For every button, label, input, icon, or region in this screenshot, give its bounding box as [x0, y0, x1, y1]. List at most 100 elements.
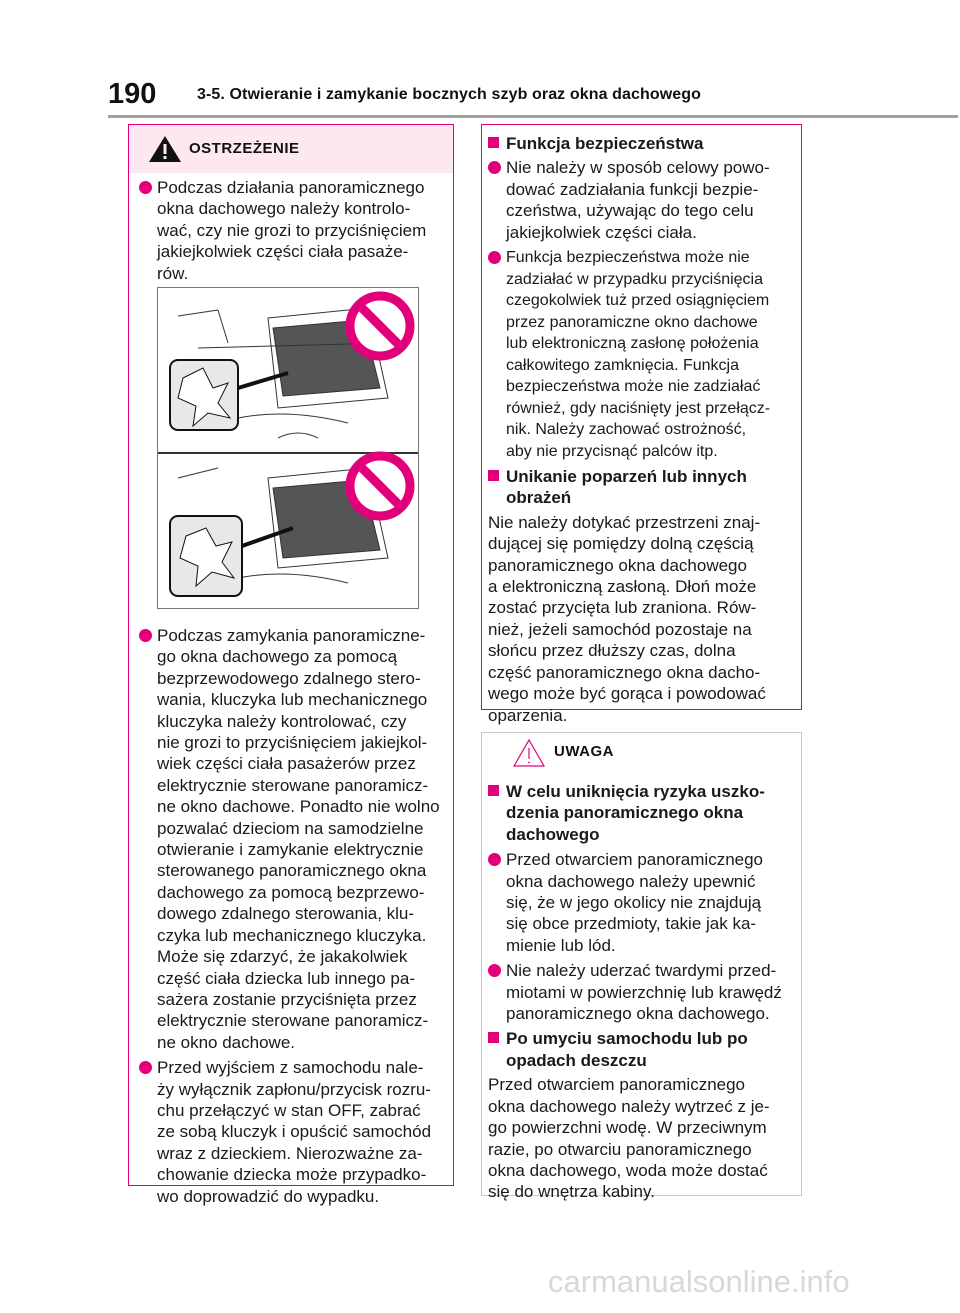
text-line: kluczyka należy kontrolować, czy [157, 711, 407, 731]
warning-title: OSTRZEŻENIE [189, 140, 300, 157]
text-line: bezprzewodowego zdalnego stero- [157, 668, 421, 688]
text-line: dować zadziałania funkcji bezpie- [506, 179, 759, 199]
text-line: okna dachowego, woda może dostać [488, 1160, 768, 1180]
bullet-dot-icon [139, 1061, 152, 1075]
text-line: dowego zdalnego sterowania, klu- [157, 904, 415, 924]
text-line: otwieranie i zamykanie elektrycznie [157, 840, 424, 860]
text-line: dzenia panoramicznego okna [506, 803, 744, 823]
text-line: wo doprowadzić do wypadku. [157, 1186, 380, 1206]
paragraph: Nie należy dotykać przestrzeni znaj-dują… [488, 512, 798, 726]
page-header: 190 3-5. Otwieranie i zamykanie bocznych… [0, 0, 960, 120]
text-line: elektrycznie sterowane panoramicz- [157, 1011, 429, 1031]
text-line: lub elektroniczną zasłonę położenia [506, 335, 759, 353]
text-line: czegokolwiek tuż przed osiągnięciem [506, 292, 770, 310]
warning-box-left: OSTRZEŻENIE [128, 124, 454, 1186]
text-line: wego może być gorąca i powodować [488, 684, 766, 704]
text-line: panoramicznego okna dachowego [488, 555, 747, 575]
section-title: 3-5. Otwieranie i zamykanie bocznych szy… [197, 86, 702, 103]
text-line: aby nie przycisnąć palców itp. [506, 442, 718, 460]
text-line: słońcu przez dłuższy czas, dolna [488, 641, 736, 661]
bullet-dot-icon [139, 629, 152, 642]
text-line: się obce przedmioty, takie jak ka- [506, 914, 757, 934]
text-line: okna dachowego należy kontrolo- [157, 199, 411, 219]
text-line: Po umyciu samochodu lub po [506, 1029, 748, 1049]
illustration-finger-pinch [157, 287, 419, 609]
text-line: rów. [157, 263, 189, 283]
square-bullet-icon [488, 470, 499, 482]
text-line: całkowitego zamknięcia. Funkcja [506, 356, 739, 374]
text-line: oparzenia. [488, 705, 568, 725]
warning-triangle-icon [149, 136, 181, 162]
text-line: zadziałać w przypadku przyciśnięcia [506, 270, 763, 288]
warning-box-right [481, 124, 802, 710]
bullet-dot-icon [488, 251, 501, 265]
text-line: Podczas zamykania panoramiczne- [157, 626, 426, 645]
text-line: go powierzchni wodę. W przeciwnym [488, 1118, 767, 1138]
text-line: Nie należy dotykać przestrzeni znaj- [488, 512, 761, 532]
text-line: chowanie dziecka może przypadko- [157, 1165, 427, 1185]
text-line: W celu uniknięcia ryzyka uszko- [506, 782, 765, 801]
text-line: dującej się pomiędzy dolną częścią [488, 534, 754, 554]
notice-header: UWAGA [482, 733, 801, 785]
text-line: jakiejkolwiek części ciała pasaże- [157, 242, 409, 262]
text-line: obrażeń [506, 488, 572, 508]
warning-left-text-bottom: Podczas zamykania panoramiczne-go okna d… [139, 625, 451, 1207]
text-line: Przed otwarciem panoramicznego [506, 850, 764, 870]
text-line: Przed otwarciem panoramicznego [488, 1075, 746, 1095]
square-bullet-icon [488, 1032, 499, 1044]
text-line: sażera zostanie przyciśnięta przez [157, 989, 417, 1009]
text-line: dachowego [506, 824, 600, 844]
text-line: się do wnętrza kabiny. [488, 1182, 655, 1202]
text-line: jakiejkolwiek części ciała. [506, 222, 697, 242]
text-line: Funkcja bezpieczeństwa może nie [506, 249, 750, 267]
text-line: razie, po otwarciu panoramicznego [488, 1139, 752, 1159]
prohibition-icon [345, 291, 415, 521]
page-number: 190 [108, 78, 157, 110]
text-line: Nie należy uderzać twardymi przed- [506, 961, 777, 981]
text-line: czeństwa, używając do tego celu [506, 201, 754, 221]
text-line: wania, kluczyka lub mechanicznego [157, 690, 428, 710]
text-line: nik. Należy zachować ostrożność, [506, 421, 747, 439]
text-line: wiek części ciała pasażerów przez [157, 754, 416, 774]
caution-triangle-icon [512, 738, 546, 767]
text-line: Może się zdarzyć, że jakakolwiek [157, 947, 408, 967]
square-bullet-icon [488, 137, 499, 148]
text-line: pozwalać dzieciom na samodzielne [157, 818, 424, 838]
notice-text: W celu uniknięcia ryzyka uszko-dzenia pa… [488, 781, 798, 1203]
text-line: bezpieczeństwa może nie zadziałać [506, 378, 761, 396]
bullet-item: Nie należy w sposób celowy powo-dować za… [488, 157, 798, 243]
text-line: przez panoramiczne okno dachowe [506, 313, 758, 331]
text-line: wraz z dzieckiem. Nierozważne za- [157, 1143, 423, 1163]
text-line: chu przełączyć w stan OFF, zabrać [157, 1100, 421, 1120]
warning-header: OSTRZEŻENIE [129, 125, 453, 173]
text-line: ze sobą kluczyk i opuścić samochód [157, 1122, 432, 1142]
text-line: ne okno dachowe. Ponadto nie wolno [157, 797, 440, 817]
bullet-item: Przed wyjściem z samochodu nale-ży wyłąc… [139, 1057, 451, 1207]
header-divider [108, 115, 958, 118]
text-line: miotami w powierzchnię lub krawędź [506, 982, 782, 1002]
text-line: nież, jeżeli samochód pozostaje na [488, 619, 752, 639]
bullet-dot-icon [488, 161, 501, 175]
text-line: Nie należy w sposób celowy powo- [506, 158, 770, 178]
sunroof-pinch-illustration [158, 291, 418, 597]
notice-box: UWAGA [481, 732, 802, 1196]
warning-right-text: Funkcja bezpieczeństwa Nie należy w spos… [488, 133, 798, 726]
text-line: dachowego za pomocą bezprzewo- [157, 882, 425, 902]
text-line: mienie lub lód. [506, 935, 616, 955]
bullet-item: Podczas zamykania panoramiczne-go okna d… [139, 625, 451, 1053]
text-line: część panoramicznego okna dacho- [488, 662, 761, 682]
text-line: opadach deszczu [506, 1050, 647, 1070]
text-line: okna dachowego należy wytrzeć z je- [488, 1096, 770, 1116]
text-line: zostać przycięta lub zraniona. Rów- [488, 598, 757, 618]
bullet-dot-icon [139, 181, 152, 194]
text-line: a elektroniczną zasłoną. Dłoń może [488, 577, 757, 597]
text-line: część ciała dziecka lub innego pa- [157, 968, 415, 988]
bullet-dot-icon [488, 853, 501, 867]
text-line: wać, czy nie grozi to przyciśnięciem [157, 220, 427, 240]
text-line: Unikanie poparzeń lub innych [506, 467, 747, 487]
